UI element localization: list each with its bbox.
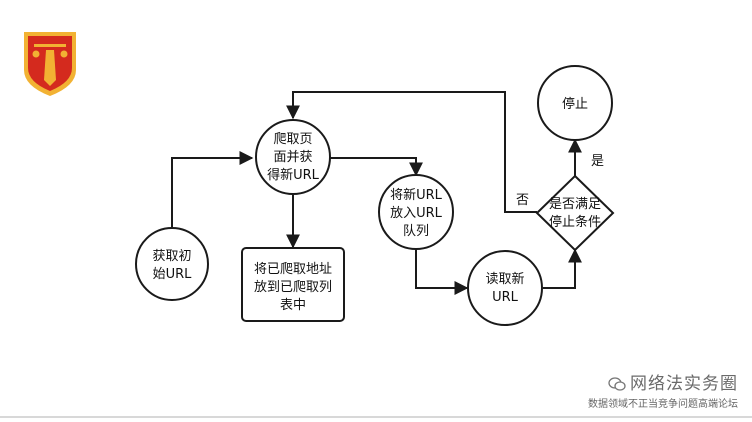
node-save-list-line-3: 表中 — [280, 298, 306, 313]
watermark-title: 网络法实务圈 — [630, 374, 738, 394]
node-save-list: 将已爬取地址 放到已爬取列 表中 — [241, 247, 345, 322]
node-crawl-line-1: 爬取页 — [273, 132, 312, 147]
node-get-init: 获取初 始URL — [135, 227, 209, 301]
edge-label-yes: 是 — [591, 154, 604, 169]
node-get-init-line-2: 始URL — [153, 267, 193, 282]
node-put-queue-line-2: 放入URL — [390, 206, 443, 221]
node-put-queue: 将新URL 放入URL 队列 — [378, 174, 454, 250]
node-get-init-line-1: 获取初 — [152, 249, 191, 264]
node-read-new-line-1: 读取新 — [485, 271, 524, 287]
node-crawl-line-3: 得新URL — [267, 167, 320, 183]
edge-label-no: 否 — [516, 193, 529, 208]
node-put-queue-line-1: 将新URL — [390, 187, 443, 203]
node-decision-line-1: 是否满足 — [549, 197, 601, 212]
node-save-list-line-2: 放到已爬取列 — [254, 280, 332, 295]
watermark-subtitle: 数据领域不正当竞争问题高端论坛 — [588, 399, 738, 410]
node-put-queue-line-3: 队列 — [403, 224, 429, 239]
edge-queue-to-read — [415, 249, 469, 295]
edge-decision-to-crawl — [286, 91, 537, 213]
watermark-title-row: 网络法实务圈 — [588, 369, 738, 394]
bottom-divider — [0, 416, 752, 418]
node-decision-line-2: 停止条件 — [549, 214, 601, 230]
watermark: 网络法实务圈 数据领域不正当竞争问题高端论坛 — [588, 369, 738, 410]
node-read-new-line-2: URL — [492, 290, 519, 305]
node-crawl: 爬取页 面并获 得新URL — [255, 119, 331, 195]
edge-crawl-to-queue — [330, 157, 423, 177]
node-save-list-line-1: 将已爬取地址 — [254, 262, 332, 277]
node-decision: 是否满足 停止条件 — [535, 174, 615, 252]
node-stop: 停止 — [537, 65, 613, 141]
edge-init-to-crawl — [171, 151, 254, 237]
node-stop-label: 停止 — [562, 96, 588, 112]
node-crawl-line-2: 面并获 — [273, 150, 312, 165]
wechat-icon — [608, 377, 626, 391]
node-read-new: 读取新 URL — [467, 250, 543, 326]
edges — [171, 91, 582, 295]
scales-shield-logo — [24, 32, 76, 96]
edge-read-to-decision — [543, 248, 582, 289]
